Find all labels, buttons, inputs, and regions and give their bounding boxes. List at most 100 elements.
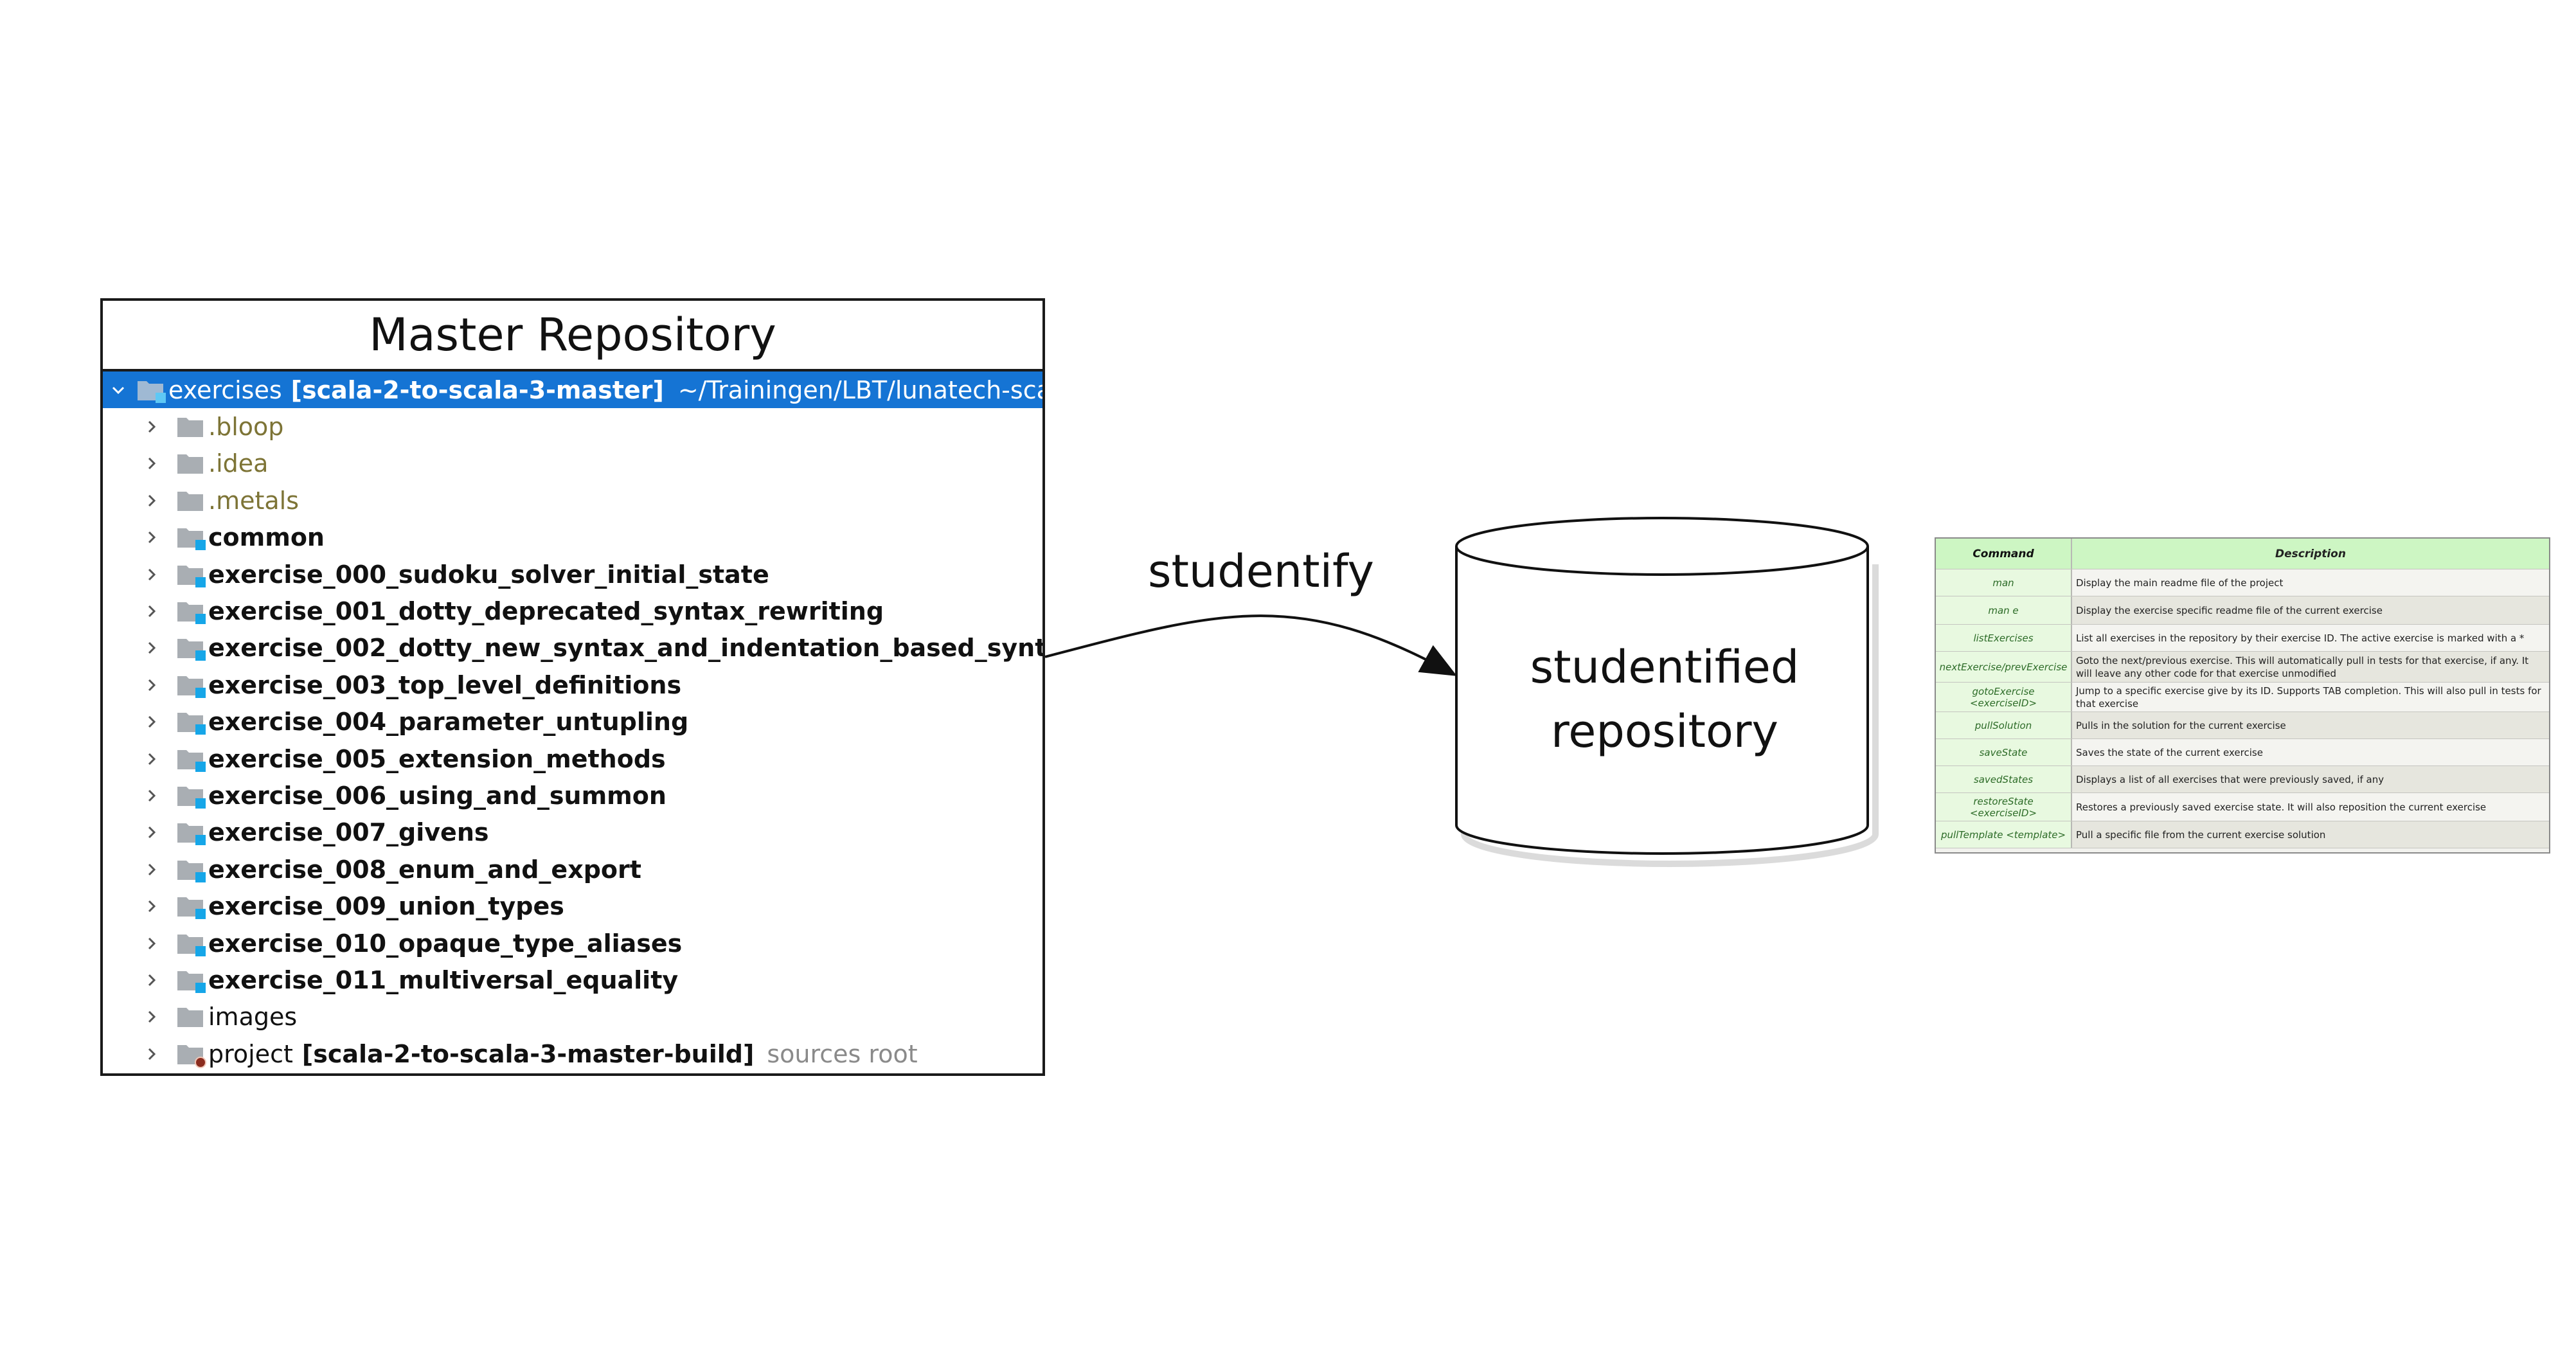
tree-item[interactable]: exercise_004_parameter_untupling — [103, 704, 1042, 740]
tree-item-label: exercise_004_parameter_untupling — [208, 708, 689, 737]
tree-item-label: exercise_005_extension_methods — [208, 744, 666, 773]
table-row: pullTemplate <template>Pull a specific f… — [1936, 821, 2549, 848]
command-cell: pullSolution — [1936, 712, 2072, 738]
folder-icon — [176, 1005, 204, 1028]
description-cell: Displays a list of all exercises that we… — [2072, 766, 2549, 792]
chevron-right-icon[interactable] — [143, 823, 161, 841]
tree-item-module: [scala-2-to-scala-3-master-build] — [301, 1039, 755, 1068]
tree-item[interactable]: exercise_009_union_types — [103, 888, 1042, 924]
chevron-right-icon[interactable] — [143, 676, 161, 694]
chevron-right-icon[interactable] — [143, 861, 161, 879]
description-cell: Pull a specific file from the current ex… — [2072, 821, 2549, 848]
folder-icon — [176, 452, 204, 475]
tree-root-exercises[interactable]: exercises [scala-2-to-scala-3-master] ~/… — [103, 371, 1045, 409]
tree-item[interactable]: exercise_002_dotty_new_syntax_and_indent… — [103, 630, 1042, 667]
command-cell: saveState — [1936, 739, 2072, 765]
chevron-right-icon[interactable] — [143, 935, 161, 953]
tree-item-label: exercise_007_givens — [208, 818, 489, 847]
source-folder-icon — [176, 1042, 206, 1068]
studentified-repository-cylinder — [1455, 517, 1869, 855]
tree-item[interactable]: exercise_005_extension_methods — [103, 740, 1042, 777]
cylinder-label-line1: studentified — [1530, 641, 1800, 693]
chevron-right-icon[interactable] — [143, 897, 161, 915]
tree-root-path: ~/Trainingen/LBT/lunatech-scala — [677, 375, 1045, 404]
tree-item-label: exercise_009_union_types — [208, 892, 564, 921]
module-folder-icon — [176, 674, 206, 698]
chevron-right-icon[interactable] — [143, 454, 161, 472]
master-repository-title: Master Repository — [103, 301, 1042, 371]
tree-item-label: exercise_000_sudoku_solver_initial_state — [208, 560, 769, 589]
module-folder-icon — [176, 969, 206, 993]
chevron-right-icon[interactable] — [143, 602, 161, 620]
studentify-arrow — [1044, 614, 1457, 676]
tree-item[interactable]: common — [103, 519, 1042, 556]
table-row: restoreState <exerciseID>Restores a prev… — [1936, 793, 2549, 821]
tree-item-label: .metals — [208, 486, 300, 515]
tree-item[interactable]: exercise_003_top_level_definitions — [103, 667, 1042, 703]
tree-item-label: exercise_011_multiversal_equality — [208, 965, 679, 994]
chevron-right-icon[interactable] — [143, 639, 161, 657]
folder-icon — [176, 489, 204, 512]
folder-icon — [176, 415, 204, 438]
tree-item[interactable]: exercise_001_dotty_deprecated_syntax_rew… — [103, 593, 1042, 629]
tree-item[interactable]: exercise_008_enum_and_export — [103, 851, 1042, 888]
tree-item[interactable]: images — [103, 999, 1042, 1035]
module-folder-icon — [176, 747, 206, 772]
tree-item-label: exercise_008_enum_and_export — [208, 855, 641, 884]
chevron-right-icon[interactable] — [143, 971, 161, 989]
tree-item-label: .bloop — [208, 413, 284, 442]
cylinder-label: studentified repository — [1459, 635, 1870, 764]
chevron-right-icon[interactable] — [143, 492, 161, 510]
tree-item[interactable]: .metals — [103, 482, 1042, 519]
table-row: gotoExercise <exerciseID>Jump to a speci… — [1936, 683, 2549, 712]
chevron-right-icon[interactable] — [143, 1008, 161, 1026]
tree-item-label: exercise_001_dotty_deprecated_syntax_rew… — [208, 597, 884, 626]
chevron-right-icon[interactable] — [143, 750, 161, 768]
cylinder-shadow — [1461, 564, 1879, 867]
tree-item-label: exercise_006_using_and_summon — [208, 781, 666, 810]
header-description: Description — [2275, 547, 2346, 560]
chevron-right-icon[interactable] — [143, 418, 161, 436]
chevron-down-icon[interactable] — [109, 381, 127, 399]
header-command: Command — [1936, 539, 2072, 569]
description-cell: Saves the state of the current exercise — [2072, 739, 2549, 765]
command-cell: man e — [1936, 596, 2072, 624]
chevron-right-icon[interactable] — [143, 566, 161, 584]
description-cell: Pulls in the solution for the current ex… — [2072, 712, 2549, 738]
description-cell: List all exercises in the repository by … — [2072, 625, 2549, 651]
tree-item-label: project — [208, 1039, 293, 1068]
tree-item[interactable]: project [scala-2-to-scala-3-master-build]… — [103, 1035, 1042, 1072]
tree-item[interactable]: .idea — [103, 445, 1042, 482]
chevron-right-icon[interactable] — [143, 713, 161, 731]
module-folder-icon — [136, 379, 166, 403]
module-folder-icon — [176, 932, 206, 956]
module-folder-icon — [176, 636, 206, 661]
tree-item[interactable]: exercise_011_multiversal_equality — [103, 962, 1042, 998]
chevron-right-icon[interactable] — [143, 528, 161, 546]
command-cell: restoreState <exerciseID> — [1936, 793, 2072, 821]
tree-item[interactable]: exercise_000_sudoku_solver_initial_state — [103, 556, 1042, 593]
tree-item[interactable]: exercise_007_givens — [103, 814, 1042, 851]
tree-item-label: images — [208, 1003, 298, 1032]
module-folder-icon — [176, 710, 206, 735]
command-cell: listExercises — [1936, 625, 2072, 651]
chevron-right-icon[interactable] — [143, 787, 161, 805]
module-folder-icon — [176, 895, 206, 920]
tree-item[interactable]: exercise_006_using_and_summon — [103, 777, 1042, 814]
command-cell: gotoExercise <exerciseID> — [1936, 683, 2072, 711]
tree-item-label: common — [208, 523, 325, 552]
module-folder-icon — [176, 858, 206, 882]
tree-item[interactable]: exercise_010_opaque_type_aliases — [103, 925, 1042, 962]
tree-item[interactable]: .bloop — [103, 408, 1042, 445]
description-cell: Restores a previously saved exercise sta… — [2072, 793, 2549, 821]
chevron-right-icon[interactable] — [143, 1045, 161, 1063]
module-folder-icon — [176, 784, 206, 809]
description-cell: Jump to a specific exercise give by its … — [2072, 683, 2549, 711]
